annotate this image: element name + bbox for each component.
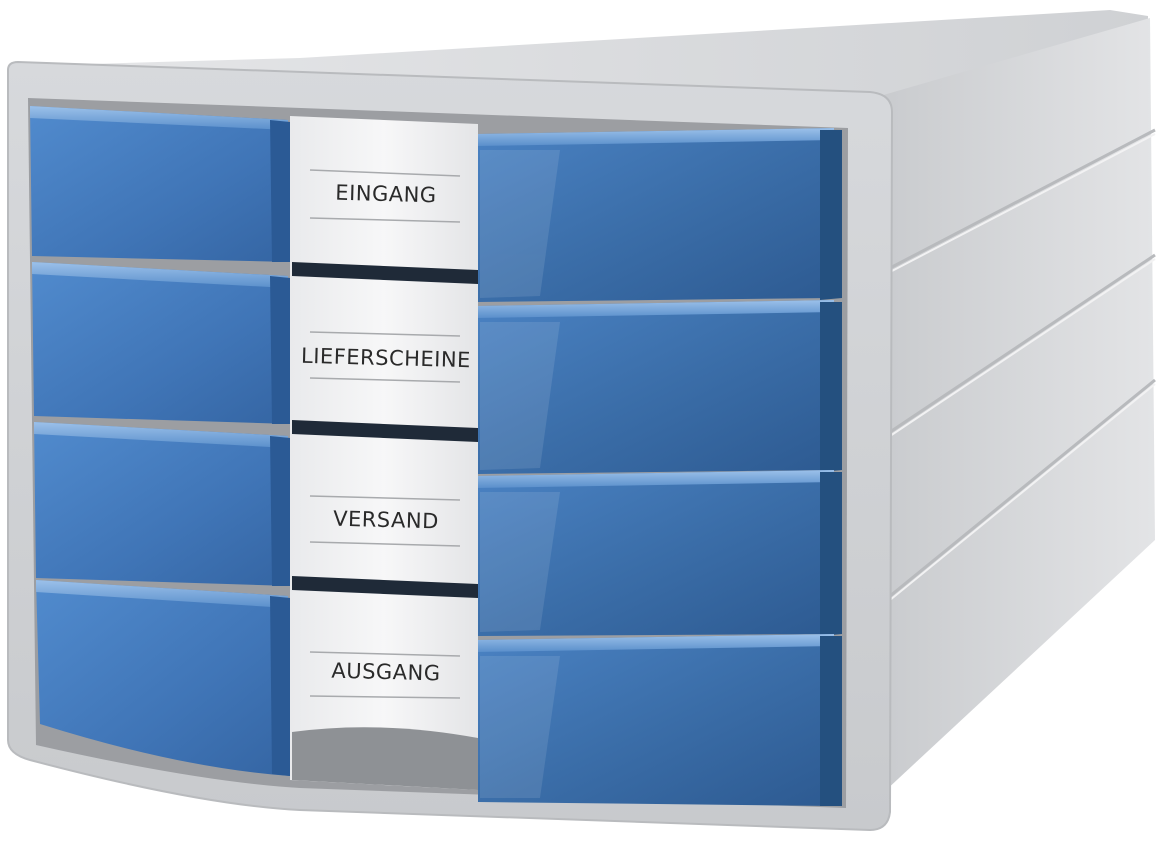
- right-drawer-2[interactable]: [478, 300, 842, 474]
- left-drawer-3[interactable]: [34, 422, 290, 586]
- right-drawer-3[interactable]: [478, 470, 842, 636]
- right-drawer-4[interactable]: [478, 634, 842, 806]
- label-eingang: EINGANG: [335, 180, 437, 208]
- left-drawer-2[interactable]: [32, 262, 290, 424]
- housing-side-ribs: [889, 128, 1156, 598]
- left-drawer-1[interactable]: [30, 106, 290, 262]
- left-drawer-4[interactable]: [36, 580, 290, 776]
- right-drawer-1[interactable]: [478, 128, 842, 302]
- label-ausgang: AUSGANG: [331, 658, 441, 686]
- housing-side: [880, 18, 1155, 792]
- label-versand: VERSAND: [332, 506, 440, 534]
- label-column: [290, 116, 478, 790]
